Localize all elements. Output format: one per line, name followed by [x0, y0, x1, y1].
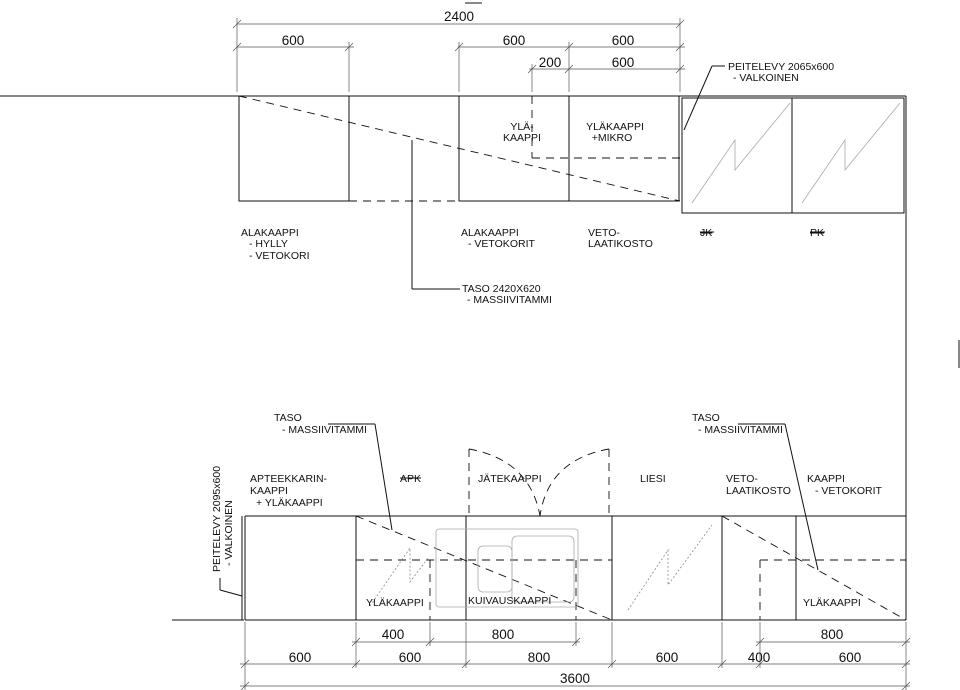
label-jatekaappi: JÄTEKAAPPI — [478, 473, 542, 485]
label-ylakaappi-2: KAAPPI — [503, 132, 541, 144]
label-ylakaappi-mikro-1: YLÄKAAPPI — [586, 121, 644, 133]
label-ylakaappi-mikro-2: +MIKRO — [592, 132, 633, 144]
label-taso-bottom-right-1: TASO — [692, 412, 720, 424]
label-taso-bottom-left-1: TASO — [274, 412, 302, 424]
label-alakaappi-left-2: - HYLLY — [249, 238, 288, 250]
dim-bottom-upper-800: 800 — [492, 627, 515, 642]
dim-top-600-center: 600 — [503, 33, 526, 48]
label-taso-top-2: - MASSIIVITAMMI — [467, 294, 552, 306]
dim-top-600-right: 600 — [612, 33, 635, 48]
label-vetolaatikosto-top-2: LAATIKOSTO — [588, 238, 653, 250]
label-peitelevy-bottom-1: PEITELEVY 2095x600 — [211, 466, 223, 572]
label-taso-bottom-right-2: - MASSIIVITAMMI — [698, 424, 783, 436]
dim-bottom-3600: 3600 — [560, 671, 590, 686]
label-ylakaappi-1: YLÄ- — [510, 121, 534, 133]
dim-top-2400: 2400 — [444, 9, 474, 24]
label-taso-bottom-left-2: - MASSIIVITAMMI — [282, 424, 367, 436]
dim-top-200: 200 — [539, 55, 562, 70]
top-dimension-lines — [232, 2, 685, 92]
bottom-leaders — [219, 423, 819, 597]
label-vetolaatikosto-top-1: VETO- — [588, 227, 620, 239]
top-walls — [0, 95, 907, 620]
label-taso-top-1: TASO 2420X620 — [462, 283, 541, 295]
dim-bottom-upper-400: 400 — [382, 627, 405, 642]
label-vetolaatikosto-bottom-1: VETO- — [726, 473, 758, 485]
dim-bottom-600-2: 600 — [399, 650, 422, 665]
label-liesi: LIESI — [640, 473, 666, 485]
bottom-dimension-lines — [240, 622, 911, 690]
label-ylakaappi-bottom-left: YLÄKAAPPI — [366, 597, 424, 609]
label-alakaappi-center-2: - VETOKORIT — [468, 238, 535, 250]
label-peitelevy-top-2: - VALKOINEN — [733, 72, 799, 84]
dim-top-600-left: 600 — [282, 33, 305, 48]
label-apk: APK — [400, 473, 421, 485]
label-alakaappi-left-3: - VETOKORI — [249, 250, 309, 262]
label-alakaappi-left-1: ALAKAAPPI — [241, 227, 299, 239]
dim-bottom-400: 400 — [748, 650, 771, 665]
label-apteekkari-2: KAAPPI — [250, 485, 288, 497]
bottom-walls — [172, 516, 246, 621]
label-apteekkari-3: + YLÄKAAPPI — [256, 497, 323, 509]
label-vetolaatikosto-bottom-2: LAATIKOSTO — [726, 485, 791, 497]
top-fridge-freezer — [681, 97, 905, 214]
dim-top-600-sub: 600 — [612, 55, 635, 70]
label-kaappi-2: - VETOKORIT — [815, 485, 882, 497]
top-cabinets — [238, 95, 681, 202]
sink — [435, 528, 579, 608]
top-leaders — [411, 65, 725, 290]
stove-symbol — [627, 524, 713, 611]
label-pk: PK — [810, 227, 824, 239]
label-apteekkari-1: APTEEKKARIN- — [250, 473, 328, 485]
dim-bottom-800: 800 — [528, 650, 551, 665]
label-kaappi-1: KAAPPI — [807, 473, 845, 485]
door-swings — [468, 448, 610, 517]
dim-bottom-600-3: 600 — [656, 650, 679, 665]
dim-bottom-600-1: 600 — [289, 650, 312, 665]
dim-bottom-upper-800-right: 800 — [821, 627, 844, 642]
dim-bottom-600-4: 600 — [839, 650, 862, 665]
label-jk: JK — [700, 227, 712, 239]
label-peitelevy-bottom-2: - VALKOINEN — [223, 500, 235, 566]
label-alakaappi-center-1: ALAKAAPPI — [461, 227, 519, 239]
bottom-cabinets — [245, 515, 907, 621]
label-ylakaappi-bottom-right: YLÄKAAPPI — [803, 597, 861, 609]
label-kuivauskaappi: KUIVAUSKAAPPI — [468, 595, 551, 607]
label-peitelevy-top-1: PEITELEVY 2065x600 — [728, 61, 834, 73]
